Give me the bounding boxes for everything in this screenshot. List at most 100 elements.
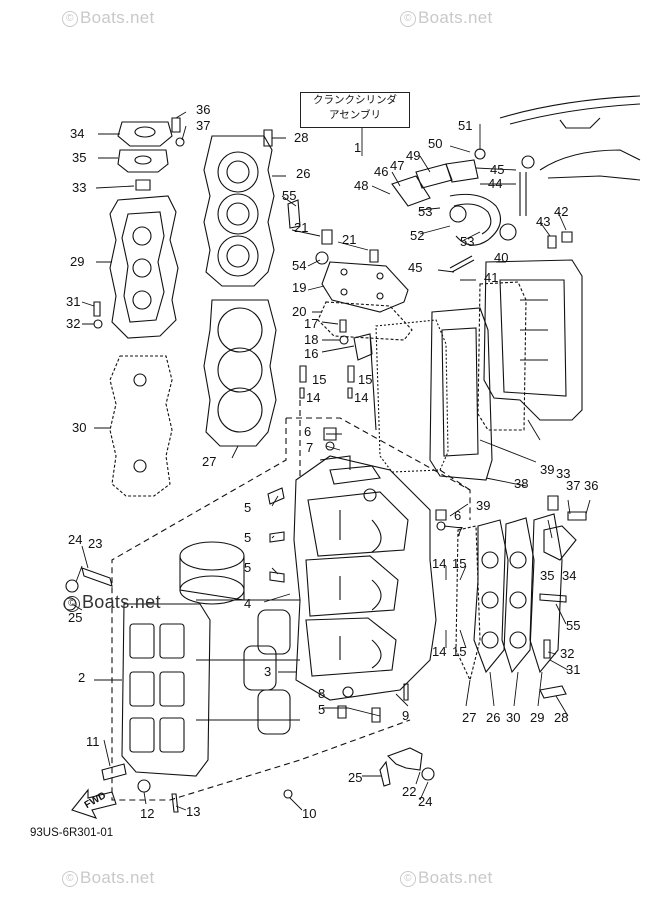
watermark-bottom-right: ©Boats.net bbox=[400, 868, 493, 888]
plug-6-left bbox=[323, 427, 337, 441]
part-label: 30 bbox=[506, 710, 520, 725]
part-label: 42 bbox=[554, 204, 568, 219]
part-label: 34 bbox=[70, 126, 84, 141]
part-label: 55 bbox=[566, 618, 580, 633]
pin-10 bbox=[283, 789, 293, 799]
part-label: 4 bbox=[244, 596, 251, 611]
bolt-33-top bbox=[135, 179, 151, 191]
part-label: 8 bbox=[318, 686, 325, 701]
part-label: 14 bbox=[306, 390, 320, 405]
bolt-21b bbox=[369, 249, 379, 263]
hull-bracket bbox=[539, 149, 641, 181]
watermark-mid-left: ©Boats.net bbox=[64, 592, 161, 613]
part-label: 47 bbox=[390, 158, 404, 173]
part-label: 45 bbox=[490, 162, 504, 177]
bolt-21a bbox=[321, 229, 333, 245]
leader-lines bbox=[71, 111, 591, 811]
part-label: 21 bbox=[342, 232, 356, 247]
plug-45-top bbox=[521, 155, 535, 169]
pin-14b bbox=[347, 387, 353, 399]
washer-7-right bbox=[436, 521, 446, 531]
part-label: 43 bbox=[536, 214, 550, 229]
bolt-33-right bbox=[547, 495, 559, 511]
assembly-callout-box: クランクシリンダ アセンブリ bbox=[300, 92, 410, 128]
washer-8 bbox=[342, 686, 354, 698]
part-label: 24 bbox=[418, 794, 432, 809]
cover-19 bbox=[321, 261, 409, 313]
part-label: 27 bbox=[202, 454, 216, 469]
gasket-30 bbox=[109, 355, 173, 497]
part-label: 2 bbox=[78, 670, 85, 685]
copyright-icon: © bbox=[400, 11, 416, 27]
part-label: 31 bbox=[66, 294, 80, 309]
part-label: 36 bbox=[196, 102, 210, 117]
exhaust-cover-40 bbox=[483, 259, 583, 421]
hull-outline bbox=[499, 95, 641, 129]
bolt-28-top bbox=[263, 129, 273, 147]
part-label: 3 bbox=[264, 664, 271, 679]
part-label: 53 bbox=[460, 234, 474, 249]
part-label: 12 bbox=[140, 806, 154, 821]
part-label: 35 bbox=[72, 150, 86, 165]
assembly-boundary bbox=[111, 417, 471, 801]
part-label: 24 bbox=[68, 532, 82, 547]
copyright-icon: © bbox=[62, 11, 78, 27]
part-label: 5 bbox=[244, 500, 251, 515]
part-label: 14 bbox=[354, 390, 368, 405]
part-label: 51 bbox=[458, 118, 472, 133]
crankshaft bbox=[179, 541, 300, 735]
elbow-22 bbox=[387, 747, 423, 771]
part-label: 49 bbox=[406, 148, 420, 163]
part-label: 33 bbox=[556, 466, 570, 481]
part-label: 48 bbox=[354, 178, 368, 193]
cylinder-head-26 bbox=[203, 135, 275, 287]
pin-32-31-right bbox=[543, 639, 551, 659]
copyright-icon: © bbox=[400, 871, 416, 887]
plug-6-right bbox=[435, 509, 447, 521]
part-label: 25 bbox=[348, 770, 362, 785]
gasket-41 bbox=[477, 281, 527, 431]
part-label: 45 bbox=[408, 260, 422, 275]
washer-37-top bbox=[175, 137, 185, 147]
part-labels: 1 2 3 4 5 5 5 5 6 6 7 7 8 9 10 11 12 13 … bbox=[66, 102, 598, 821]
bolt-36-37-right bbox=[567, 511, 587, 521]
crankcase-2 bbox=[121, 603, 211, 777]
part-label: 34 bbox=[562, 568, 576, 583]
part-label: 15 bbox=[452, 644, 466, 659]
part-label: 7 bbox=[456, 524, 463, 539]
bolt-17 bbox=[339, 319, 347, 333]
rod-45 bbox=[449, 255, 475, 273]
bolt-36-top bbox=[171, 117, 181, 133]
part-label: 32 bbox=[560, 646, 574, 661]
plug-55-right bbox=[539, 593, 567, 603]
part-label: 14 bbox=[432, 556, 446, 571]
part-label: 7 bbox=[306, 440, 313, 455]
callout-line-1: クランクシリンダ bbox=[313, 94, 397, 106]
part-label: 52 bbox=[410, 228, 424, 243]
watermark-bottom-left: ©Boats.net bbox=[62, 868, 155, 888]
plug-54 bbox=[315, 251, 329, 265]
fwd-label: FWD bbox=[83, 790, 108, 811]
fwd-arrow bbox=[71, 788, 117, 819]
bolt-15a bbox=[299, 365, 307, 383]
part-label: 21 bbox=[294, 220, 308, 235]
plug-24-left bbox=[65, 579, 79, 593]
pin-9 bbox=[403, 683, 409, 701]
part-label: 13 bbox=[186, 804, 200, 819]
part-label: 37 bbox=[566, 478, 580, 493]
part-label: 26 bbox=[296, 166, 310, 181]
part-label: 1 bbox=[354, 140, 361, 155]
copyright-icon: © bbox=[62, 871, 78, 887]
part-label: 28 bbox=[294, 130, 308, 145]
part-label: 31 bbox=[566, 662, 580, 677]
part-label: 55 bbox=[282, 188, 296, 203]
sensor-55-top bbox=[287, 199, 301, 229]
thermostat-46-49 bbox=[391, 148, 486, 207]
bolt-25-lower bbox=[379, 760, 391, 787]
cylinder-block bbox=[293, 455, 437, 701]
part-label: 5 bbox=[244, 560, 251, 575]
part-label: 22 bbox=[402, 784, 416, 799]
washer-18 bbox=[339, 335, 349, 345]
exhaust-manifold-38 bbox=[429, 307, 493, 481]
part-label: 35 bbox=[540, 568, 554, 583]
